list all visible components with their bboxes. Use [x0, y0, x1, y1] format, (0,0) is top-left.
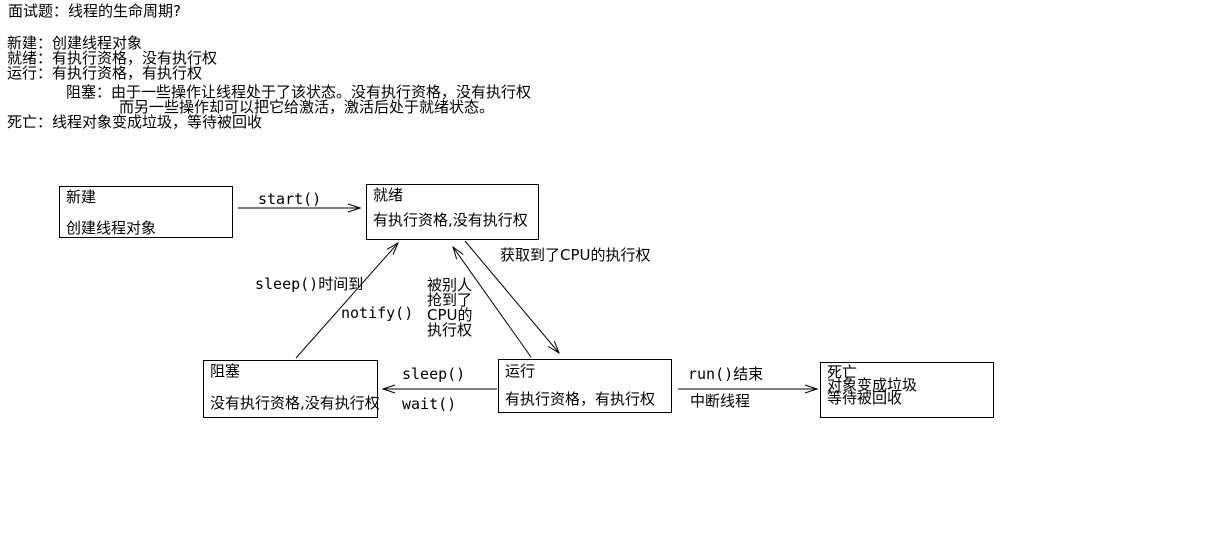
arrow-blocked-to-ready: [295, 243, 398, 359]
state-box-ready: 就绪 有执行资格,没有执行权: [366, 184, 539, 240]
state-title: 运行: [505, 362, 536, 380]
state-box-dead: 死亡 对象变成垃圾 等待被回收: [820, 362, 994, 418]
label-start: start(): [258, 190, 322, 208]
state-box-running: 运行 有执行资格，有执行权: [498, 359, 672, 413]
interview-question-title: 面试题：线程的生命周期?: [8, 2, 181, 20]
definition-ready: 就绪：有执行资格，没有执行权: [7, 49, 218, 67]
label-wait: wait(): [402, 395, 457, 413]
state-desc: 有执行资格，有执行权: [505, 390, 656, 408]
arrow-ready-to-running: [464, 240, 559, 353]
state-desc: 创建线程对象: [66, 219, 157, 237]
state-desc: 有执行资格,没有执行权: [373, 211, 528, 229]
definition-dead: 死亡：线程对象变成垃圾，等待被回收: [7, 113, 263, 131]
state-desc: 等待被回收: [827, 389, 903, 407]
definition-blocked-2: 而另一些操作却可以把它给激活，激活后处于就绪状态。: [119, 98, 495, 116]
state-box-new: 新建 创建线程对象: [59, 186, 233, 238]
state-title: 新建: [66, 188, 97, 206]
state-box-blocked: 阻塞 没有执行资格,没有执行权: [203, 360, 380, 418]
definition-blocked-1: 阻塞：由于一些操作让线程处于了该状态。没有执行资格，没有执行权: [66, 83, 532, 101]
label-interrupt: 中断线程: [690, 392, 751, 410]
label-preempted: 被别人 抢到了 CPU的 执行权: [427, 276, 473, 339]
label-sleep-timeout: sleep()时间到: [255, 275, 364, 293]
label-sleep: sleep(): [402, 365, 466, 383]
state-desc: 没有执行资格,没有执行权: [210, 394, 380, 412]
definition-new: 新建：创建线程对象: [7, 34, 143, 52]
state-title: 就绪: [373, 186, 404, 204]
label-run-end: run()结束: [688, 365, 764, 383]
state-desc: 对象变成垃圾: [827, 376, 918, 394]
label-notify: notify(): [341, 304, 414, 322]
definition-running: 运行：有执行资格，有执行权: [7, 64, 203, 82]
arrow-running-to-ready: [453, 247, 532, 358]
state-title: 死亡: [827, 363, 858, 381]
label-acquired-cpu: 获取到了CPU的执行权: [500, 246, 651, 264]
state-title: 阻塞: [210, 362, 241, 380]
